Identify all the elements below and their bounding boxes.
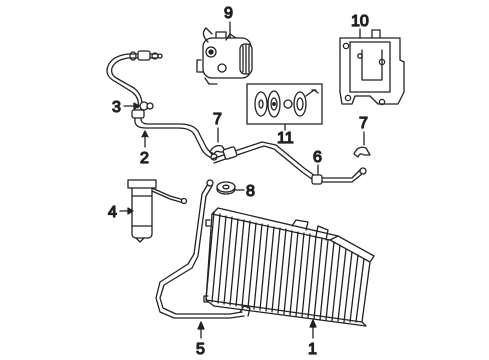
callout-11: 11	[277, 130, 294, 147]
compressor	[196, 27, 253, 85]
callout-5: 5	[196, 341, 205, 358]
clutch-kit-box	[246, 83, 323, 125]
condenser-tube	[155, 179, 251, 319]
leader-5-arrow	[197, 321, 205, 330]
callout-2: 2	[140, 150, 149, 167]
leader-4-arrow	[127, 207, 134, 215]
gasket	[216, 181, 236, 195]
leader-1-arrow	[309, 319, 317, 328]
leader-2-arrow	[141, 130, 149, 138]
callout-8: 8	[246, 183, 255, 200]
callout-1: 1	[308, 341, 317, 358]
condenser	[203, 207, 375, 327]
callout-3: 3	[112, 99, 121, 116]
callout-10: 10	[351, 13, 369, 30]
callout-6: 6	[313, 149, 322, 166]
callout-9: 9	[224, 5, 233, 22]
valve-core	[139, 101, 154, 111]
callout-7b: 7	[359, 115, 368, 132]
callout-7a: 7	[213, 111, 222, 128]
liquid-line	[211, 141, 367, 185]
mounting-bracket	[339, 29, 405, 106]
callout-4: 4	[108, 204, 117, 221]
hose-clip-b	[353, 146, 371, 158]
leader-3-arrow	[133, 102, 140, 110]
receiver-drier	[127, 179, 188, 243]
suction-hose	[106, 50, 218, 161]
